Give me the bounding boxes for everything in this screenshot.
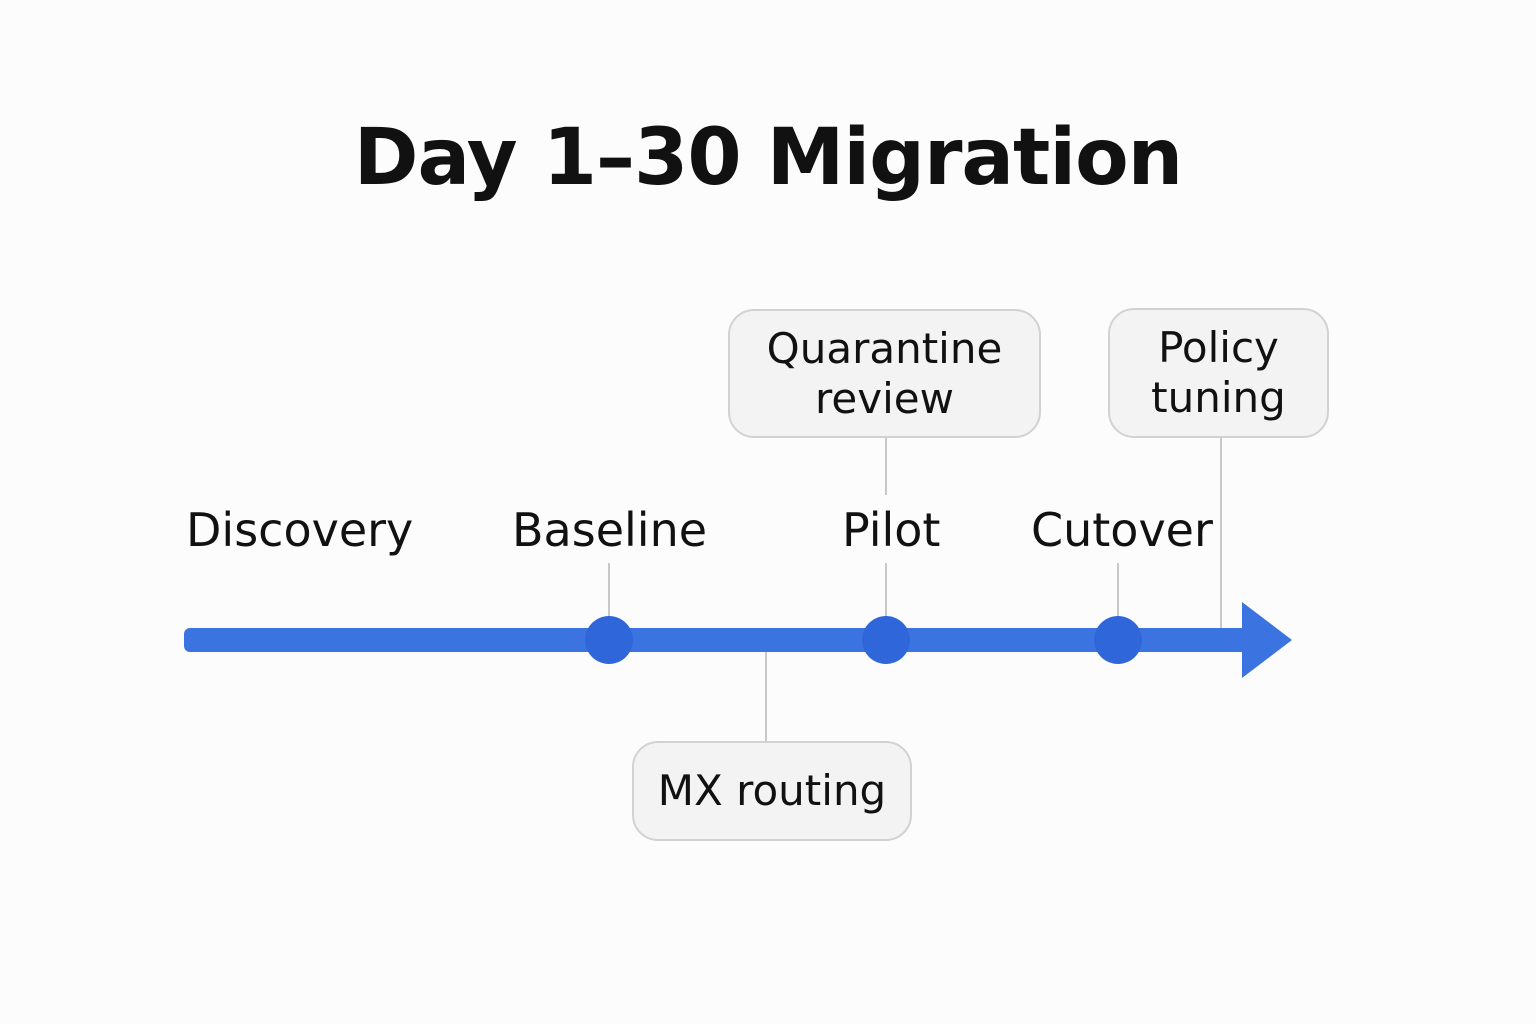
callout-quarantine-review-line-2: review — [815, 373, 954, 423]
timeline-axis — [184, 628, 1250, 652]
milestone-dot-cutover — [1094, 616, 1142, 664]
callout-quarantine-review: Quarantine review — [728, 309, 1041, 438]
milestone-dot-baseline — [585, 616, 633, 664]
callout-mx-routing: MX routing — [632, 741, 912, 841]
callout-mx-routing-line-1: MX routing — [657, 766, 887, 815]
phase-label-baseline: Baseline — [512, 503, 708, 557]
phase-label-cutover: Cutover — [1031, 503, 1213, 557]
timeline-arrowhead — [1242, 602, 1292, 678]
milestone-dot-pilot — [862, 616, 910, 664]
phase-label-discovery: Discovery — [186, 503, 414, 557]
callout-quarantine-review-line-1: Quarantine — [766, 323, 1003, 373]
callout-policy-tuning-line-1: Policy — [1158, 323, 1279, 372]
callout-policy-tuning-line-2: tuning — [1151, 373, 1286, 422]
diagram-title: Day 1–30 Migration — [353, 113, 1183, 203]
phase-label-pilot: Pilot — [842, 503, 941, 557]
callout-policy-tuning: Policy tuning — [1108, 308, 1329, 438]
